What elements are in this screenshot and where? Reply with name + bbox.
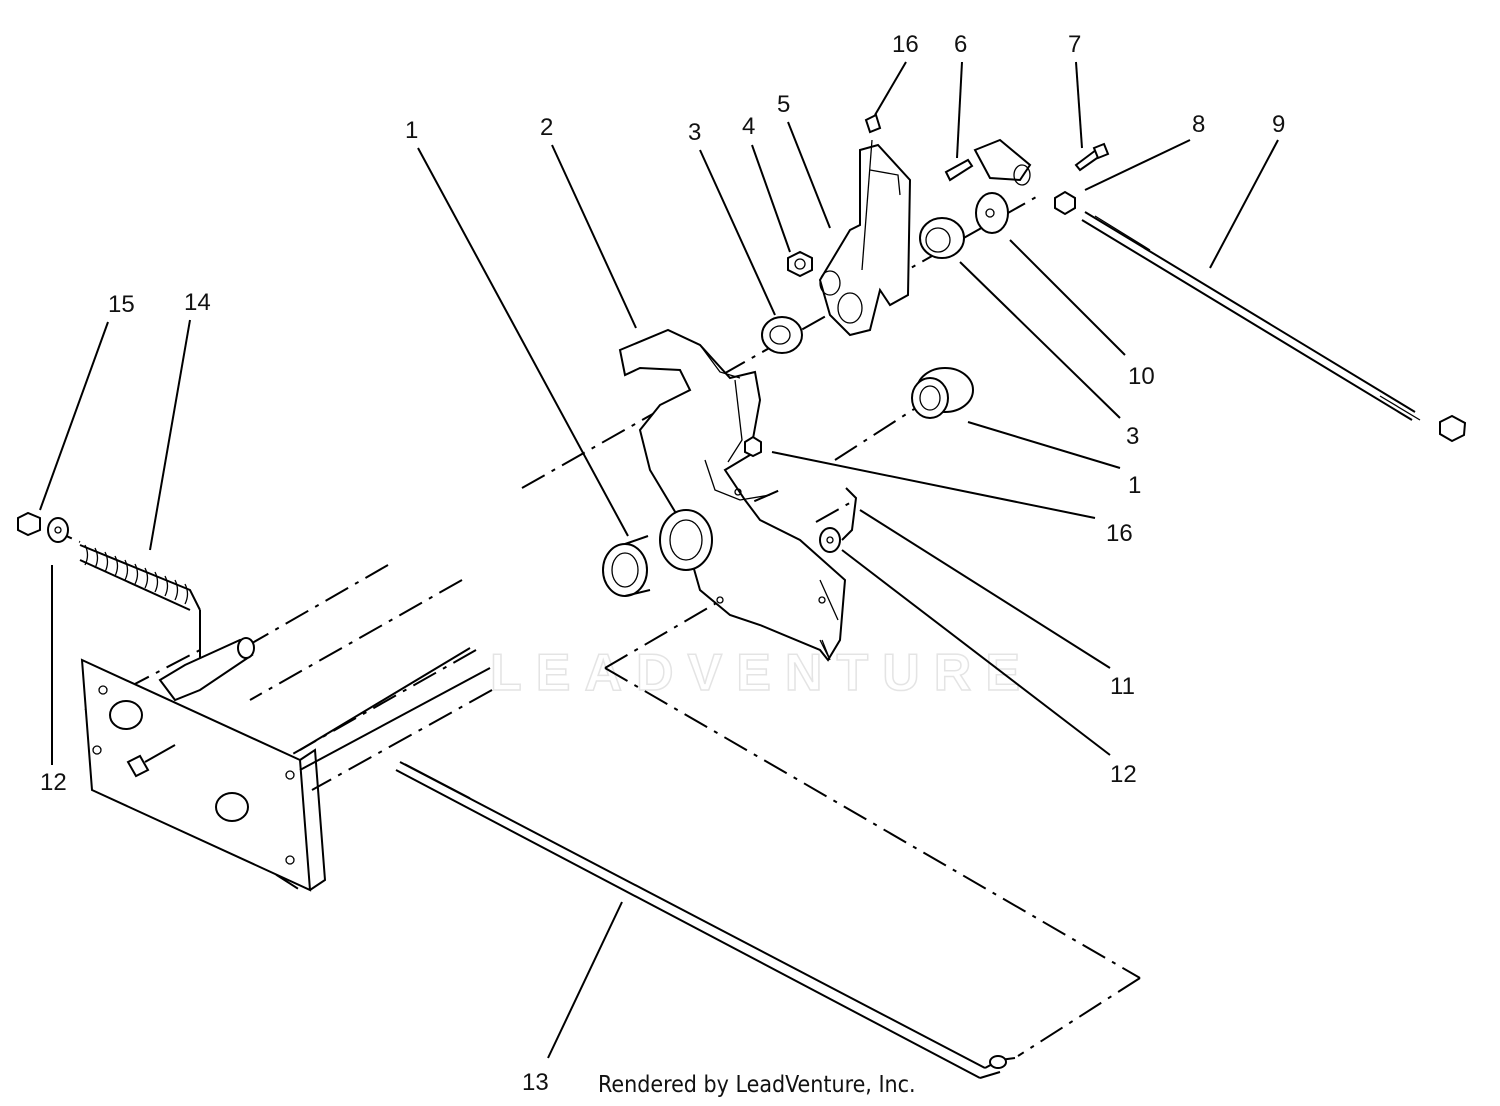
- rod-part-13: [395, 761, 1016, 1079]
- callout-part-10: 10: [1128, 363, 1155, 390]
- callout-part-11: 11: [1110, 673, 1135, 700]
- alignment-lines: [47, 195, 1141, 1057]
- rendered-by-footer: Rendered by LeadVenture, Inc.: [598, 1072, 916, 1098]
- callout-leaders: [39, 61, 1279, 1059]
- callout-part-16-top: 16: [892, 31, 919, 58]
- bracket-part-5: [818, 139, 912, 337]
- bolt-left: [126, 744, 176, 778]
- callout-part-2: 2: [540, 114, 553, 141]
- washer-part-12-left: [47, 517, 69, 543]
- bolt-part-6: [944, 138, 1032, 186]
- nut-part-8: [1054, 190, 1076, 216]
- nut-part-4: [787, 250, 813, 278]
- callout-part-13: 13: [522, 1069, 549, 1096]
- callout-part-1-top: 1: [405, 117, 418, 144]
- callout-part-7: 7: [1068, 31, 1081, 58]
- callout-part-3-top: 3: [688, 119, 701, 146]
- rod-part-9: [1081, 211, 1467, 443]
- spacer-part-3-top: [761, 316, 803, 354]
- mounting-plate: [80, 658, 327, 892]
- callout-part-12-left: 12: [40, 769, 67, 796]
- washer-part-10: [975, 192, 1009, 234]
- bushing-part-1-right: [911, 367, 974, 419]
- callout-part-9: 9: [1272, 111, 1285, 138]
- callout-part-8: 8: [1192, 111, 1205, 138]
- callout-part-5: 5: [777, 91, 790, 118]
- callout-part-16-mid: 16: [1106, 520, 1133, 547]
- callout-part-1-right: 1: [1128, 472, 1141, 499]
- cotter-pin-part-11: [841, 487, 858, 541]
- spring-part-14: [79, 544, 201, 660]
- callout-part-12-right: 12: [1110, 761, 1137, 788]
- nut-part-16-mid: [744, 435, 762, 458]
- nut-part-15: [17, 511, 41, 537]
- callout-part-15: 15: [108, 291, 135, 318]
- callout-part-4: 4: [742, 113, 755, 140]
- spacer-part-3-right: [919, 217, 965, 259]
- bushing-part-1-left: [602, 509, 713, 597]
- washer-part-12-right: [819, 527, 841, 553]
- callout-part-14: 14: [184, 289, 211, 316]
- grease-fitting-part-16-top: [864, 113, 882, 134]
- pivot-shaft: [158, 637, 491, 771]
- callout-part-6: 6: [954, 31, 967, 58]
- bolt-part-7: [1074, 142, 1110, 172]
- callout-part-3-right: 3: [1126, 423, 1139, 450]
- watermark-text: LEADVENTURE: [490, 644, 1034, 702]
- callout-numbers: 1 2 3 4 5 16 6 7 8 9 10 3 1 16 11 12 15 …: [40, 31, 1285, 1096]
- pedal-lever-part-2: [618, 328, 847, 662]
